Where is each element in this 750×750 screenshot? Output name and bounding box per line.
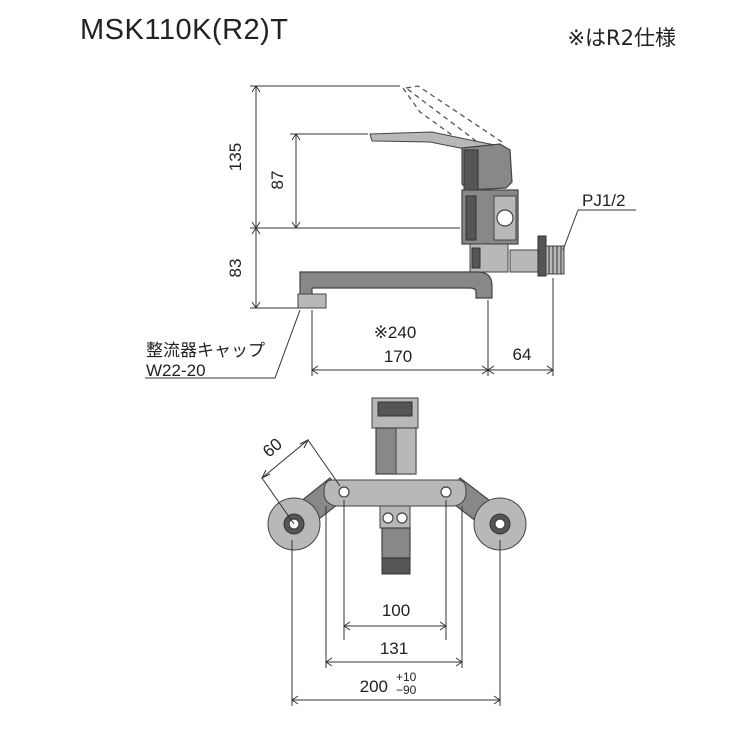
front-aerator — [381, 557, 411, 575]
model-title: MSK110K(R2)T — [80, 14, 289, 46]
front-body — [323, 479, 467, 507]
side-view: 135 87 83 ※240 170 64 PJ1/2 整流器キャップ W22-… — [145, 85, 636, 380]
wall-flange — [537, 235, 547, 277]
body-shade — [465, 195, 477, 241]
thread-label: PJ1/2 — [582, 191, 625, 210]
aerator-label-1: 整流器キャップ — [146, 341, 265, 360]
dim-170: 170 — [384, 347, 412, 366]
dim-83: 83 — [226, 259, 245, 278]
dim-60: 60 — [259, 434, 286, 461]
dim-200: 200 — [360, 677, 388, 696]
front-spout — [381, 527, 411, 559]
front-cartridge-band — [377, 401, 413, 417]
swivel-shade — [471, 247, 481, 269]
dim-r240: ※240 — [374, 323, 417, 342]
aerator-label-2: W22-20 — [146, 361, 206, 380]
dim-135: 135 — [226, 143, 245, 171]
inlet-thread — [545, 245, 565, 275]
body-nut-hole — [496, 209, 514, 227]
front-view: 60 100 131 200 +10 −90 — [259, 397, 527, 706]
tolerance-plus: +10 — [396, 670, 417, 684]
dim-64: 64 — [513, 345, 532, 364]
r2-spec-note: ※はR2仕様 — [567, 26, 676, 50]
tolerance-minus: −90 — [396, 683, 417, 697]
dim-131: 131 — [380, 639, 408, 658]
dim-100: 100 — [382, 601, 410, 620]
dim-87: 87 — [268, 171, 287, 190]
aerator-cap — [297, 293, 327, 309]
front-cartridge-light — [395, 427, 417, 475]
spout — [299, 271, 493, 299]
cartridge-shade — [463, 149, 479, 191]
raised-lever-outline — [402, 85, 504, 151]
